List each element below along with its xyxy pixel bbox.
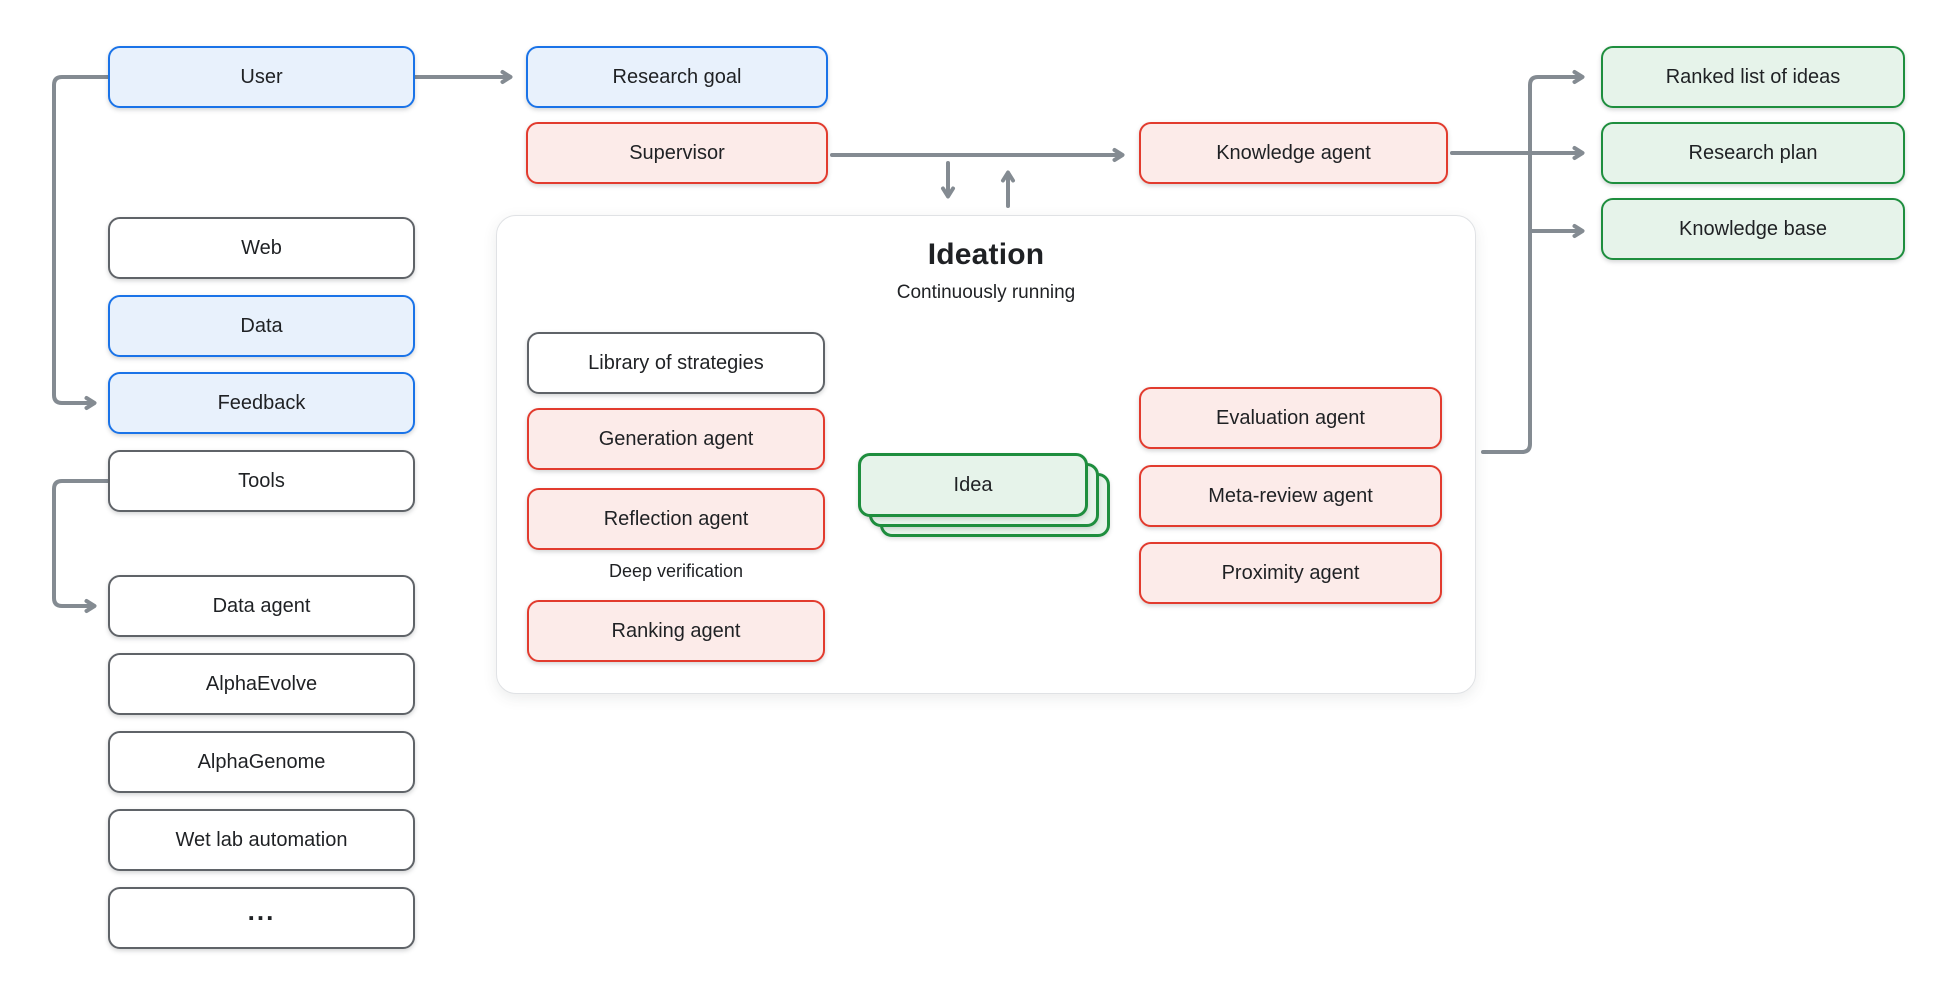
arrow-user-to-feedback (52, 75, 114, 410)
user-box: User (108, 46, 415, 108)
ellipsis-label: ... (247, 896, 276, 927)
generation-agent-box: Generation agent (527, 408, 825, 470)
more-tools-box: ... (108, 887, 415, 949)
evaluation-agent-box: Evaluation agent (1139, 387, 1442, 449)
idea-card: Idea (858, 453, 1088, 517)
alphagenome-box: AlphaGenome (108, 731, 415, 793)
research-plan-box: Research plan (1601, 122, 1905, 184)
ideation-title: Ideation (927, 238, 1045, 271)
deep-verification-label: Deep verification (608, 561, 744, 581)
meta-review-agent-box: Meta-review agent (1139, 465, 1442, 527)
data-box: Data (108, 295, 415, 357)
idea-card-stack: Idea (858, 453, 1110, 537)
library-of-strategies-box: Library of strategies (527, 332, 825, 394)
feedback-box: Feedback (108, 372, 415, 434)
wet-lab-automation-box: Wet lab automation (108, 809, 415, 871)
proximity-agent-box: Proximity agent (1139, 542, 1442, 604)
alphaevolve-box: AlphaEvolve (108, 653, 415, 715)
reflection-agent-box: Reflection agent (527, 488, 825, 550)
arrow-tools-to-data-agent (52, 479, 114, 613)
data-agent-box: Data agent (108, 575, 415, 637)
tools-box: Tools (108, 450, 415, 512)
web-box: Web (108, 217, 415, 279)
ranking-agent-box: Ranking agent (527, 600, 825, 662)
ranked-list-of-ideas-box: Ranked list of ideas (1601, 46, 1905, 108)
arrow-ideation-to-ranked-list-trunk (1481, 70, 1585, 454)
research-goal-box: Research goal (526, 46, 828, 108)
ideation-subtitle: Continuously running (896, 282, 1076, 303)
supervisor-box: Supervisor (526, 122, 828, 184)
knowledge-base-box: Knowledge base (1601, 198, 1905, 260)
knowledge-agent-box: Knowledge agent (1139, 122, 1448, 184)
